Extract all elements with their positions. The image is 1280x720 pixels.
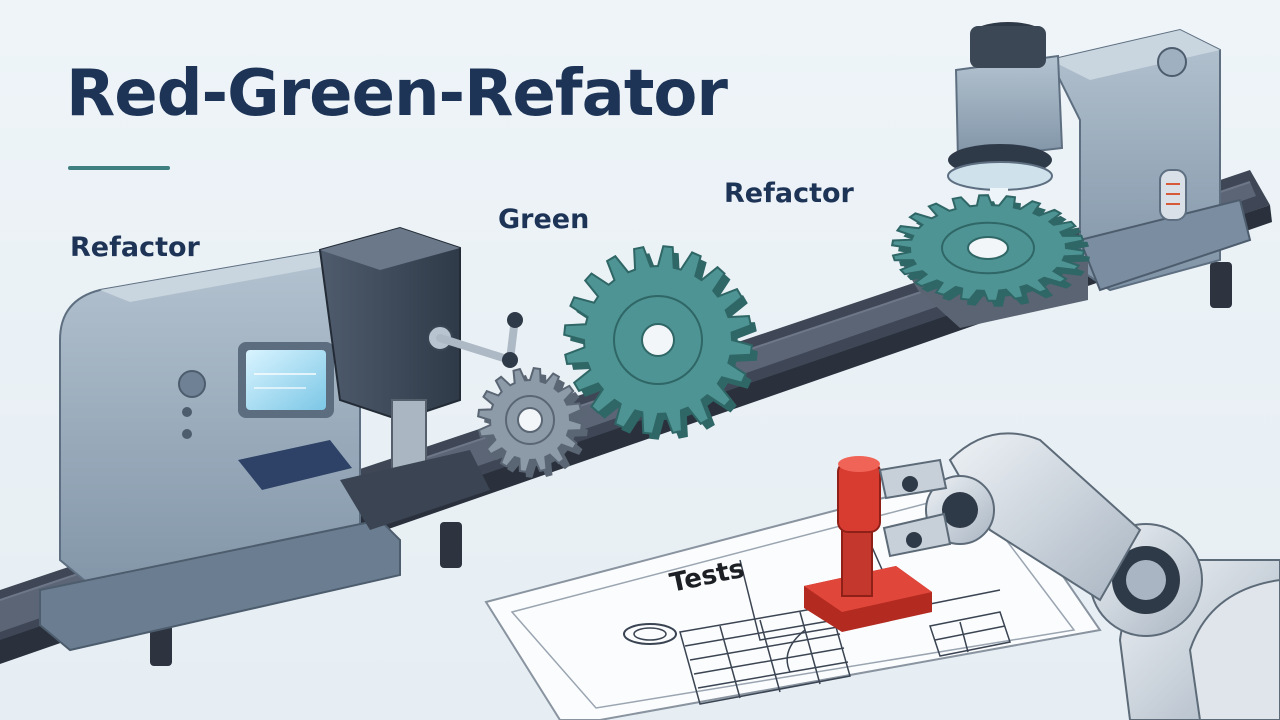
gear-icon	[563, 245, 758, 440]
stamp-icon	[804, 456, 932, 632]
title-underline	[68, 166, 170, 170]
stage-label-green: Green	[498, 204, 590, 235]
gear-icon	[476, 366, 588, 478]
machine-icon	[39, 226, 523, 652]
stage-label-refactor-right: Refactor	[724, 178, 854, 209]
page-title: Red-Green-Refator	[66, 57, 728, 131]
gear-icon	[890, 194, 1090, 307]
stage-label-refactor-left: Refactor	[70, 232, 200, 263]
robot-arm-icon	[878, 432, 1280, 720]
